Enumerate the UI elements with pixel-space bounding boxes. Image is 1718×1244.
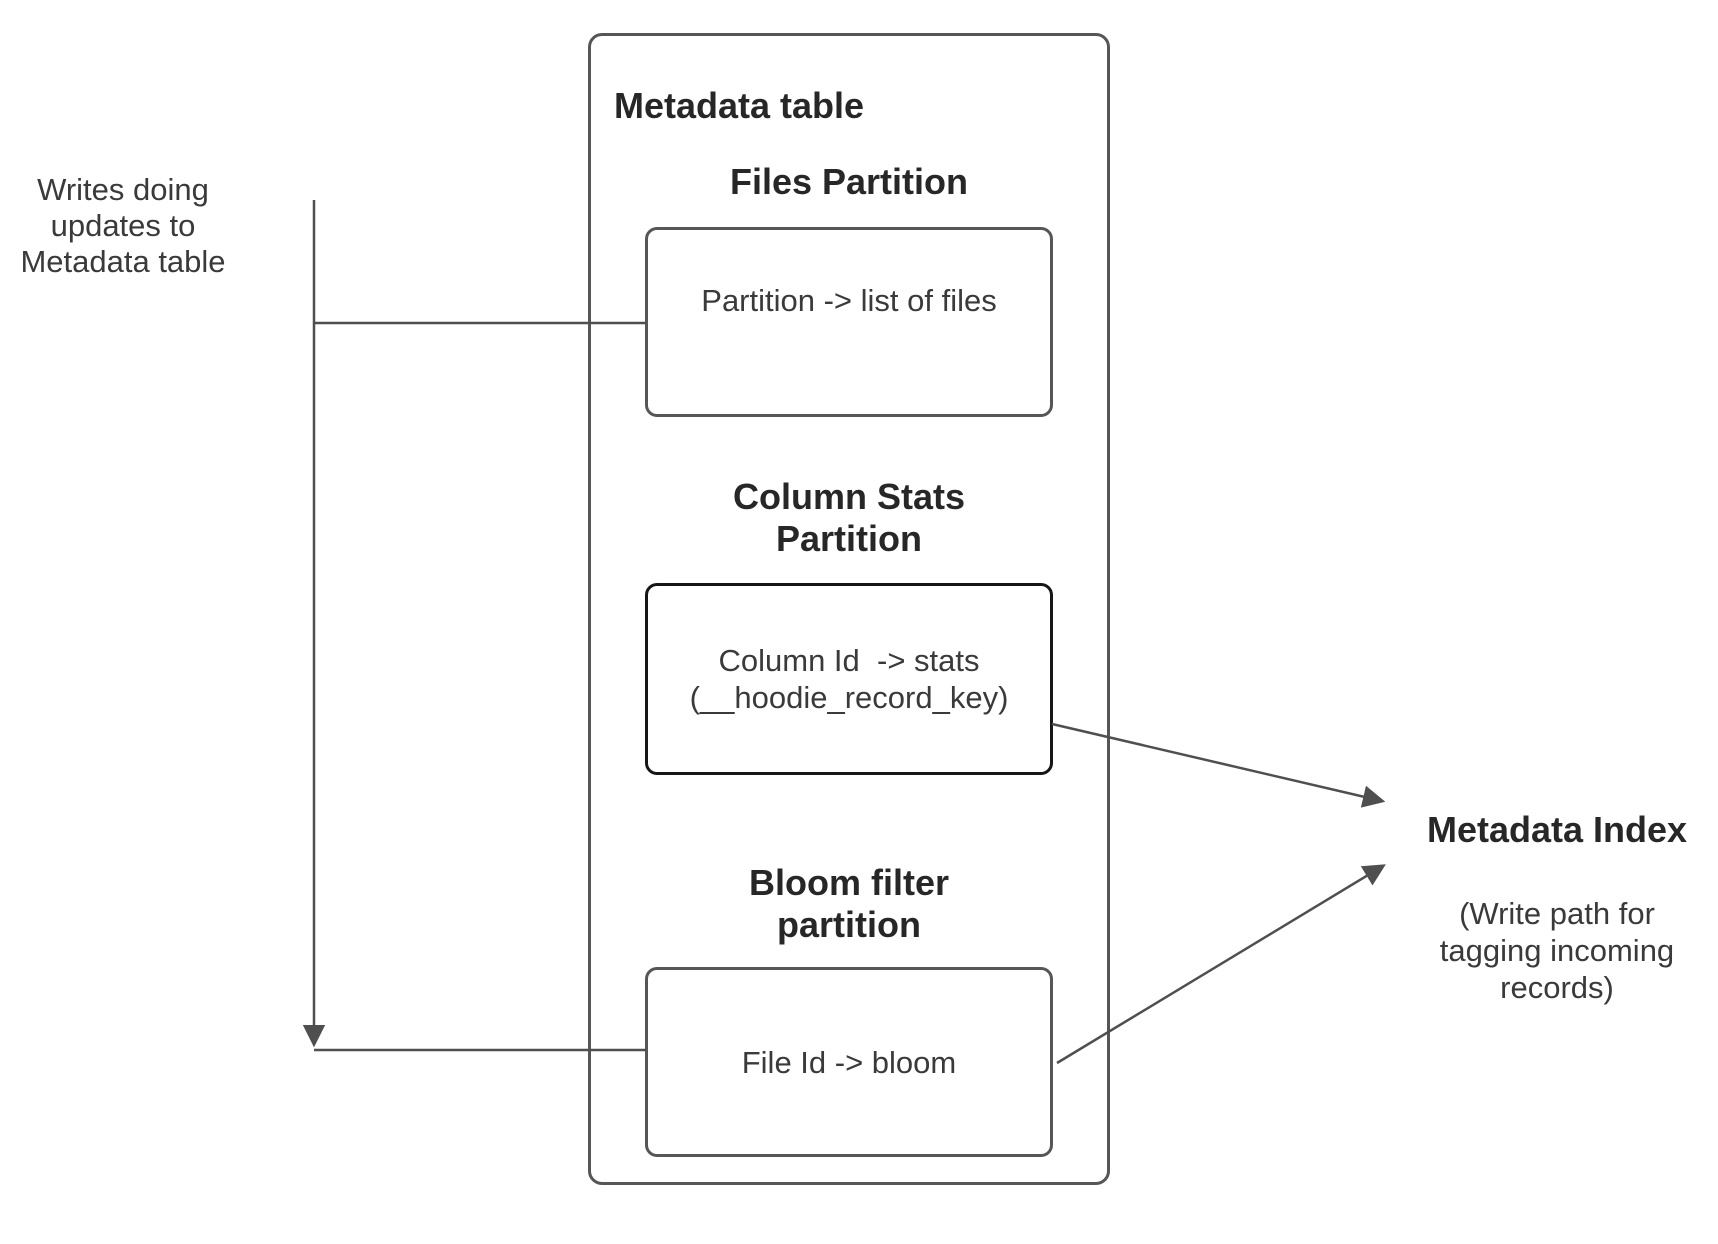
metadata-table-container: [588, 33, 1110, 1185]
files-partition-mapping: Partition -> list of files: [701, 283, 997, 318]
bloom-filter-partition-mapping: File Id -> bloom: [741, 1044, 957, 1080]
bloom-filter-partition-box: File Id -> bloom: [645, 967, 1053, 1157]
column-stats-partition-heading: Column Stats Partition: [732, 476, 965, 559]
files-partition-heading: Files Partition: [729, 161, 969, 202]
column-stats-partition-box: Column Id -> stats (__hoodie_record_key): [645, 583, 1053, 775]
writes-updates-label: Writes doing updates to Metadata table: [20, 172, 226, 279]
column-stats-partition-mapping: Column Id -> stats (__hoodie_record_key): [689, 643, 1009, 715]
metadata-index-title: Metadata Index: [1426, 809, 1688, 850]
files-partition-box: Partition -> list of files: [645, 227, 1053, 417]
bloom-filter-partition-heading: Bloom filter partition: [748, 862, 949, 945]
metadata-index-subtitle: (Write path for tagging incoming records…: [1439, 896, 1675, 1005]
metadata-table-title: Metadata table: [614, 85, 865, 126]
